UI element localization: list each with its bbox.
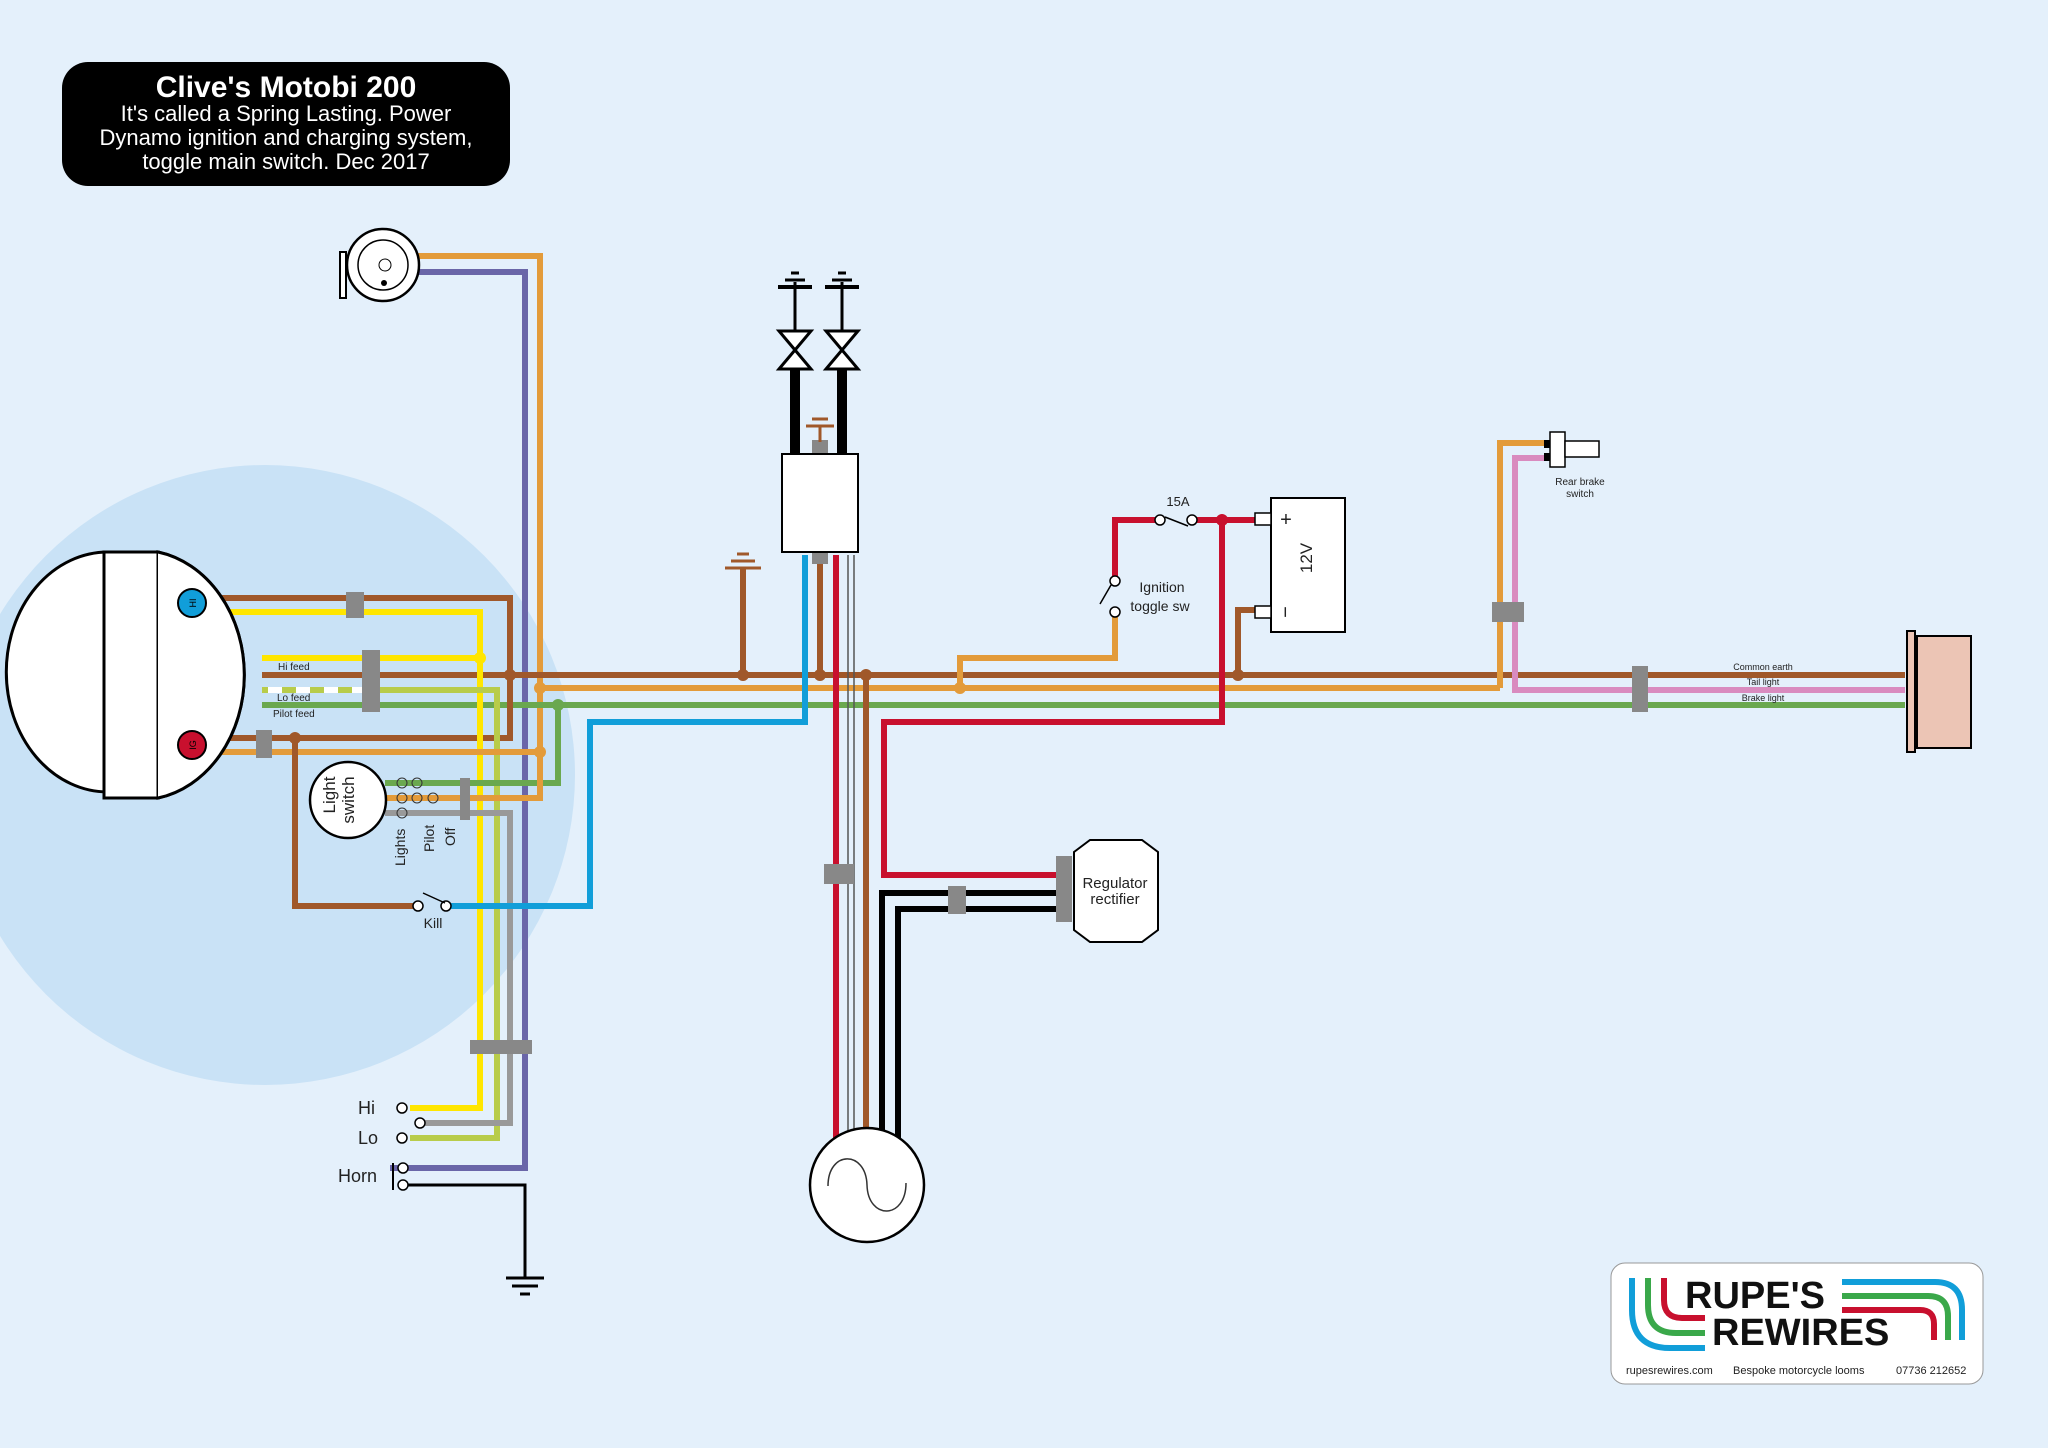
tail-light: [1906, 630, 1972, 753]
svg-text:IG: IG: [188, 740, 198, 750]
svg-text:toggle sw: toggle sw: [1130, 598, 1190, 614]
svg-text:rectifier: rectifier: [1090, 891, 1139, 908]
wire-fuse-red: [1112, 517, 1160, 578]
title-box: Clive's Motobi 200 It's called a Spring …: [62, 62, 510, 186]
svg-text:Ignition: Ignition: [1139, 579, 1184, 595]
ignition-unit: [781, 453, 859, 553]
logo-website: rupesrewires.com: [1626, 1365, 1713, 1377]
pos-lights: Lights: [392, 829, 408, 866]
svg-text:HI: HI: [188, 599, 198, 608]
wire-alt-black2: [895, 906, 1058, 1140]
common-earth-label: Common earth: [1733, 662, 1793, 672]
wire-grey-switch: [385, 810, 513, 1126]
logo-line1: RUPE'S: [1685, 1275, 1825, 1317]
wire-brake-orange: [1497, 440, 1545, 688]
svg-text:switch: switch: [1566, 489, 1594, 500]
tail-light-label: Tail light: [1747, 677, 1780, 687]
wire-kill-brown: [292, 738, 420, 909]
wire-horn-purple: [390, 269, 528, 1171]
logo-phone: 07736 212652: [1896, 1365, 1966, 1377]
pos-pilot: Pilot: [421, 825, 437, 852]
svg-text:+: +: [1280, 509, 1292, 531]
diagram-subtitle-line3: toggle main switch. Dec 2017: [142, 149, 429, 174]
lo-feed-label: Lo feed: [277, 693, 310, 704]
hi-badge: [177, 588, 207, 618]
wire-orange-main: [540, 612, 1118, 691]
pos-off: Off: [442, 827, 458, 846]
wire-reg-red: [881, 520, 1225, 878]
wire-alt-black1: [879, 890, 1058, 1140]
kill-switch[interactable]: Kill: [412, 892, 452, 931]
horn: [339, 227, 421, 303]
ig-badge: [177, 730, 207, 760]
diagram-subtitle-line2: Dynamo ignition and charging system,: [100, 125, 473, 150]
svg-text:switch: switch: [339, 776, 358, 823]
diagram-title: Clive's Motobi 200: [156, 71, 417, 104]
svg-text:−: −: [1275, 606, 1297, 618]
earth-icon-frame: [725, 552, 761, 570]
wire-hi-yellow: [200, 609, 483, 1111]
handlebar-switches: Hi Lo Horn: [338, 1098, 426, 1191]
kill-label: Kill: [424, 915, 443, 931]
pilot-feed-label: Pilot feed: [273, 709, 315, 720]
hi-label: Hi: [358, 1098, 375, 1118]
spark-plugs: [775, 271, 862, 455]
regulator-rectifier: Regulator rectifier: [1073, 839, 1159, 943]
battery: + 12V −: [1254, 497, 1346, 633]
earth-icon-cdi: [806, 417, 834, 442]
horn-label: Horn: [338, 1166, 377, 1186]
wire-kill-blue: [450, 555, 808, 909]
earth-icon: [506, 1276, 544, 1296]
svg-text:Regulator: Regulator: [1082, 875, 1147, 892]
logo-tagline: Bespoke motorcycle looms: [1733, 1365, 1865, 1377]
logo-line2: REWIRES: [1712, 1312, 1889, 1354]
junction-dots: [289, 669, 1244, 744]
svg-text:Light: Light: [320, 776, 339, 813]
brake-light-label: Brake light: [1742, 693, 1785, 703]
fuse-15a: 15A: [1154, 494, 1198, 527]
rear-brake-switch: Rear brake switch: [1544, 431, 1605, 500]
diagram-subtitle-line1: It's called a Spring Lasting. Power: [121, 101, 452, 126]
connectors: [256, 440, 1648, 1054]
wire-pilot-green: [385, 705, 561, 786]
svg-text:15A: 15A: [1166, 494, 1189, 509]
wire-pink-tail: [1512, 455, 1905, 693]
lo-label: Lo: [358, 1128, 378, 1148]
svg-text:12V: 12V: [1297, 542, 1316, 573]
alternator: [808, 1126, 926, 1244]
rupes-rewires-logo: RUPE'S REWIRES rupesrewires.com Bespoke …: [1610, 1262, 1984, 1385]
light-switch[interactable]: Light switch Lights Pilot Off: [308, 760, 458, 866]
wire-horn-orange: [418, 253, 543, 770]
hi-feed-label: Hi feed: [278, 662, 310, 673]
wire-horn-earth: [405, 1183, 527, 1278]
headlight: HI IG Hi feed Lo feed Pilot feed: [4, 550, 315, 800]
wire-batt-neg: [1235, 607, 1255, 675]
svg-text:Rear brake: Rear brake: [1555, 477, 1605, 488]
ignition-toggle-switch[interactable]: Ignition toggle sw: [1099, 575, 1190, 618]
